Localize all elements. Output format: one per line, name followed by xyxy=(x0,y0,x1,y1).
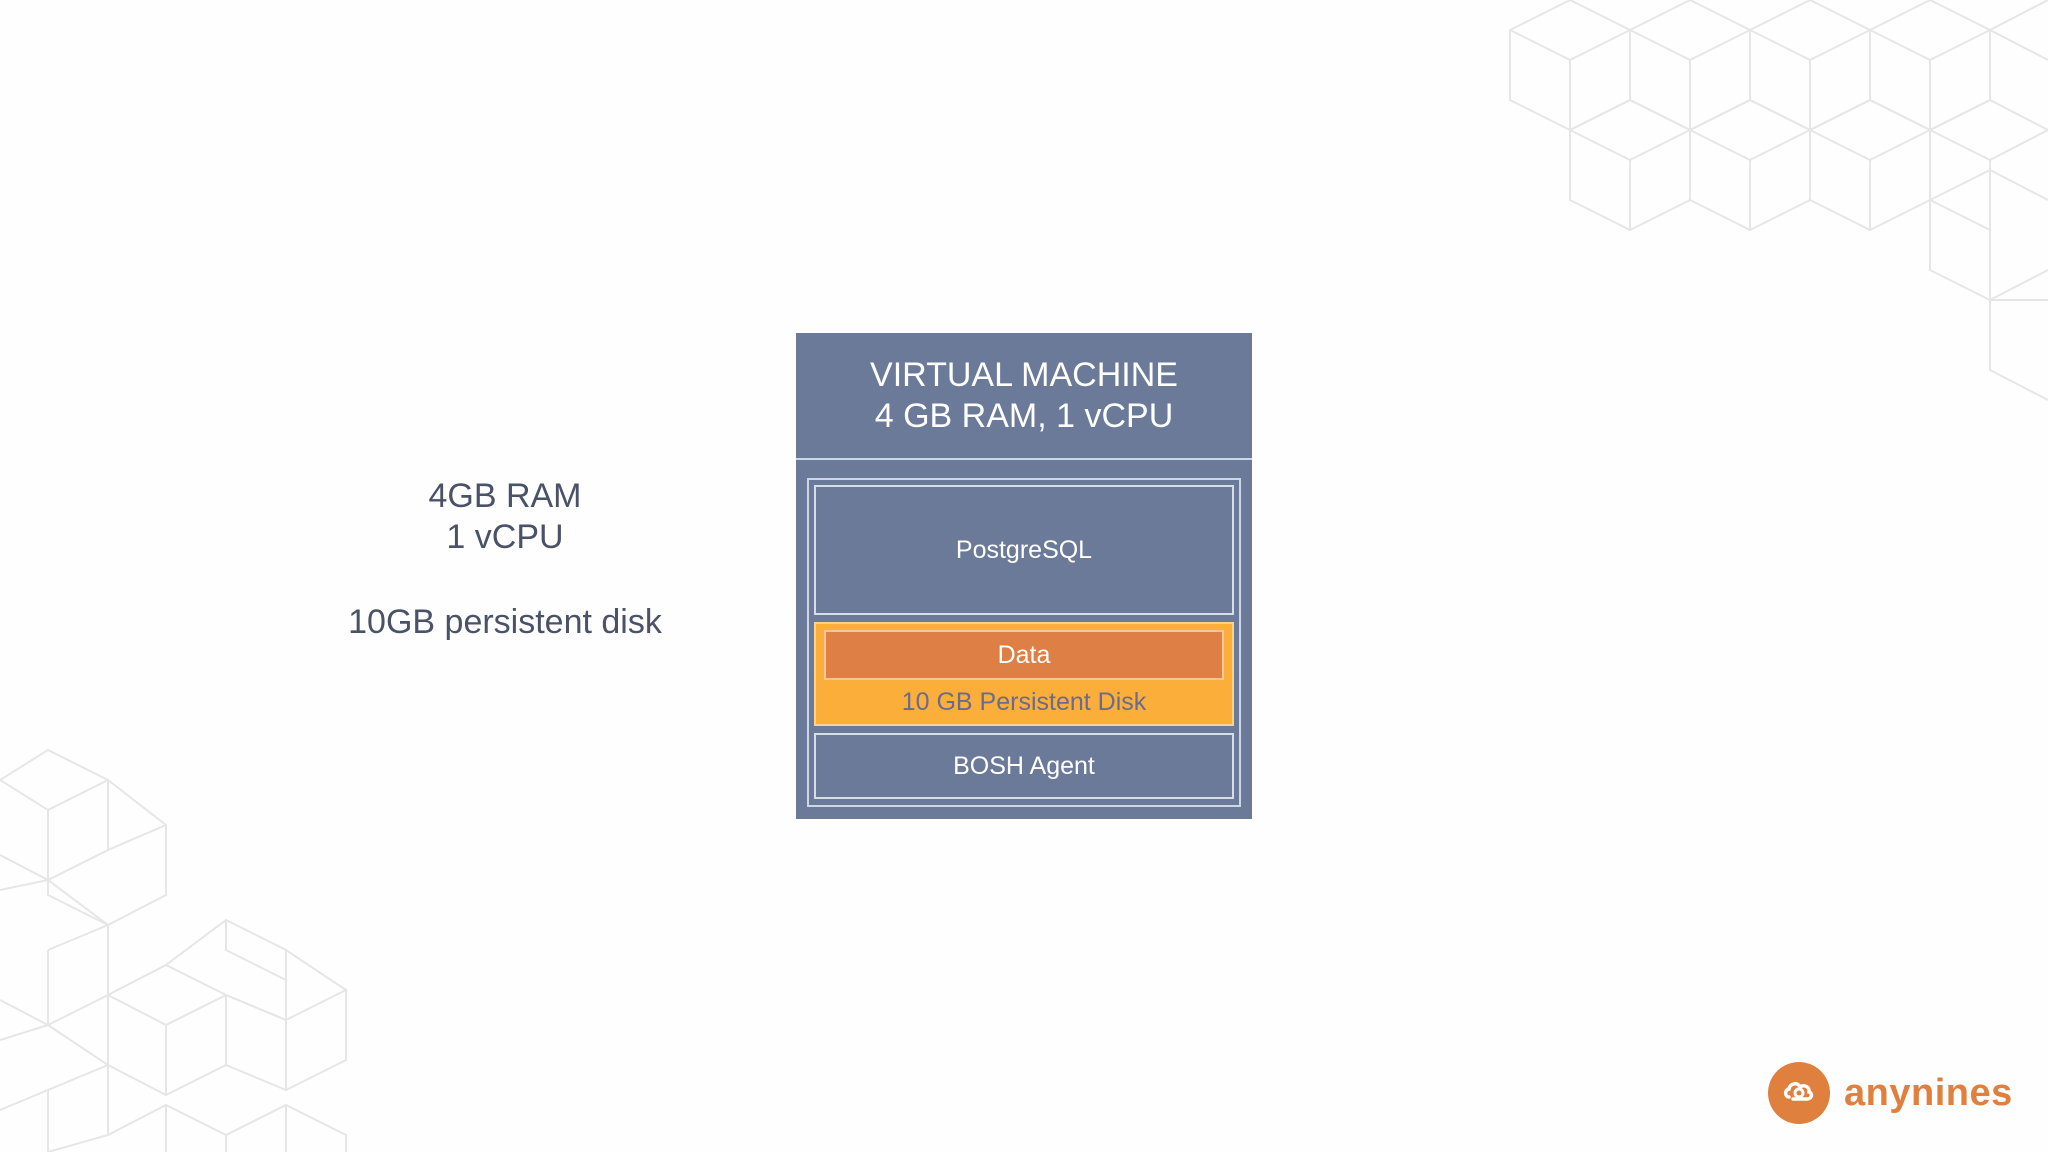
persistent-disk-label: 10 GB Persistent Disk xyxy=(901,688,1147,716)
bosh-agent-label: BOSH Agent xyxy=(953,751,1095,780)
virtual-machine-block: VIRTUAL MACHINE 4 GB RAM, 1 vCPU Postgre… xyxy=(796,333,1252,819)
vm-body: PostgreSQL Data 10 GB Persistent Disk BO… xyxy=(807,478,1241,807)
cube-pattern-bottom-left xyxy=(0,748,347,1152)
spec-cpu: 1 vCPU xyxy=(446,518,564,556)
data-box: Data xyxy=(824,630,1224,680)
vm-header: VIRTUAL MACHINE 4 GB RAM, 1 vCPU xyxy=(796,333,1252,460)
spec-summary: 4GB RAM 1 vCPU 10GB persistent disk xyxy=(305,476,705,643)
vm-title: VIRTUAL MACHINE xyxy=(870,356,1178,394)
anynines-logo: anynines xyxy=(1768,1062,2013,1124)
spec-disk: 10GB persistent disk xyxy=(348,603,662,641)
anynines-cloud-logo-icon xyxy=(1768,1062,1830,1124)
vm-resources: 4 GB RAM, 1 vCPU xyxy=(874,397,1174,435)
cube-pattern-top-right xyxy=(1509,0,2048,401)
persistent-disk-box: Data 10 GB Persistent Disk xyxy=(814,622,1234,726)
postgresql-box: PostgreSQL xyxy=(814,485,1234,615)
data-label: Data xyxy=(997,640,1051,669)
brand-name: anynines xyxy=(1844,1071,2013,1114)
bosh-agent-box: BOSH Agent xyxy=(814,733,1234,799)
spec-gap xyxy=(305,558,705,602)
postgresql-label: PostgreSQL xyxy=(955,535,1093,564)
spec-ram: 4GB RAM xyxy=(428,477,582,515)
